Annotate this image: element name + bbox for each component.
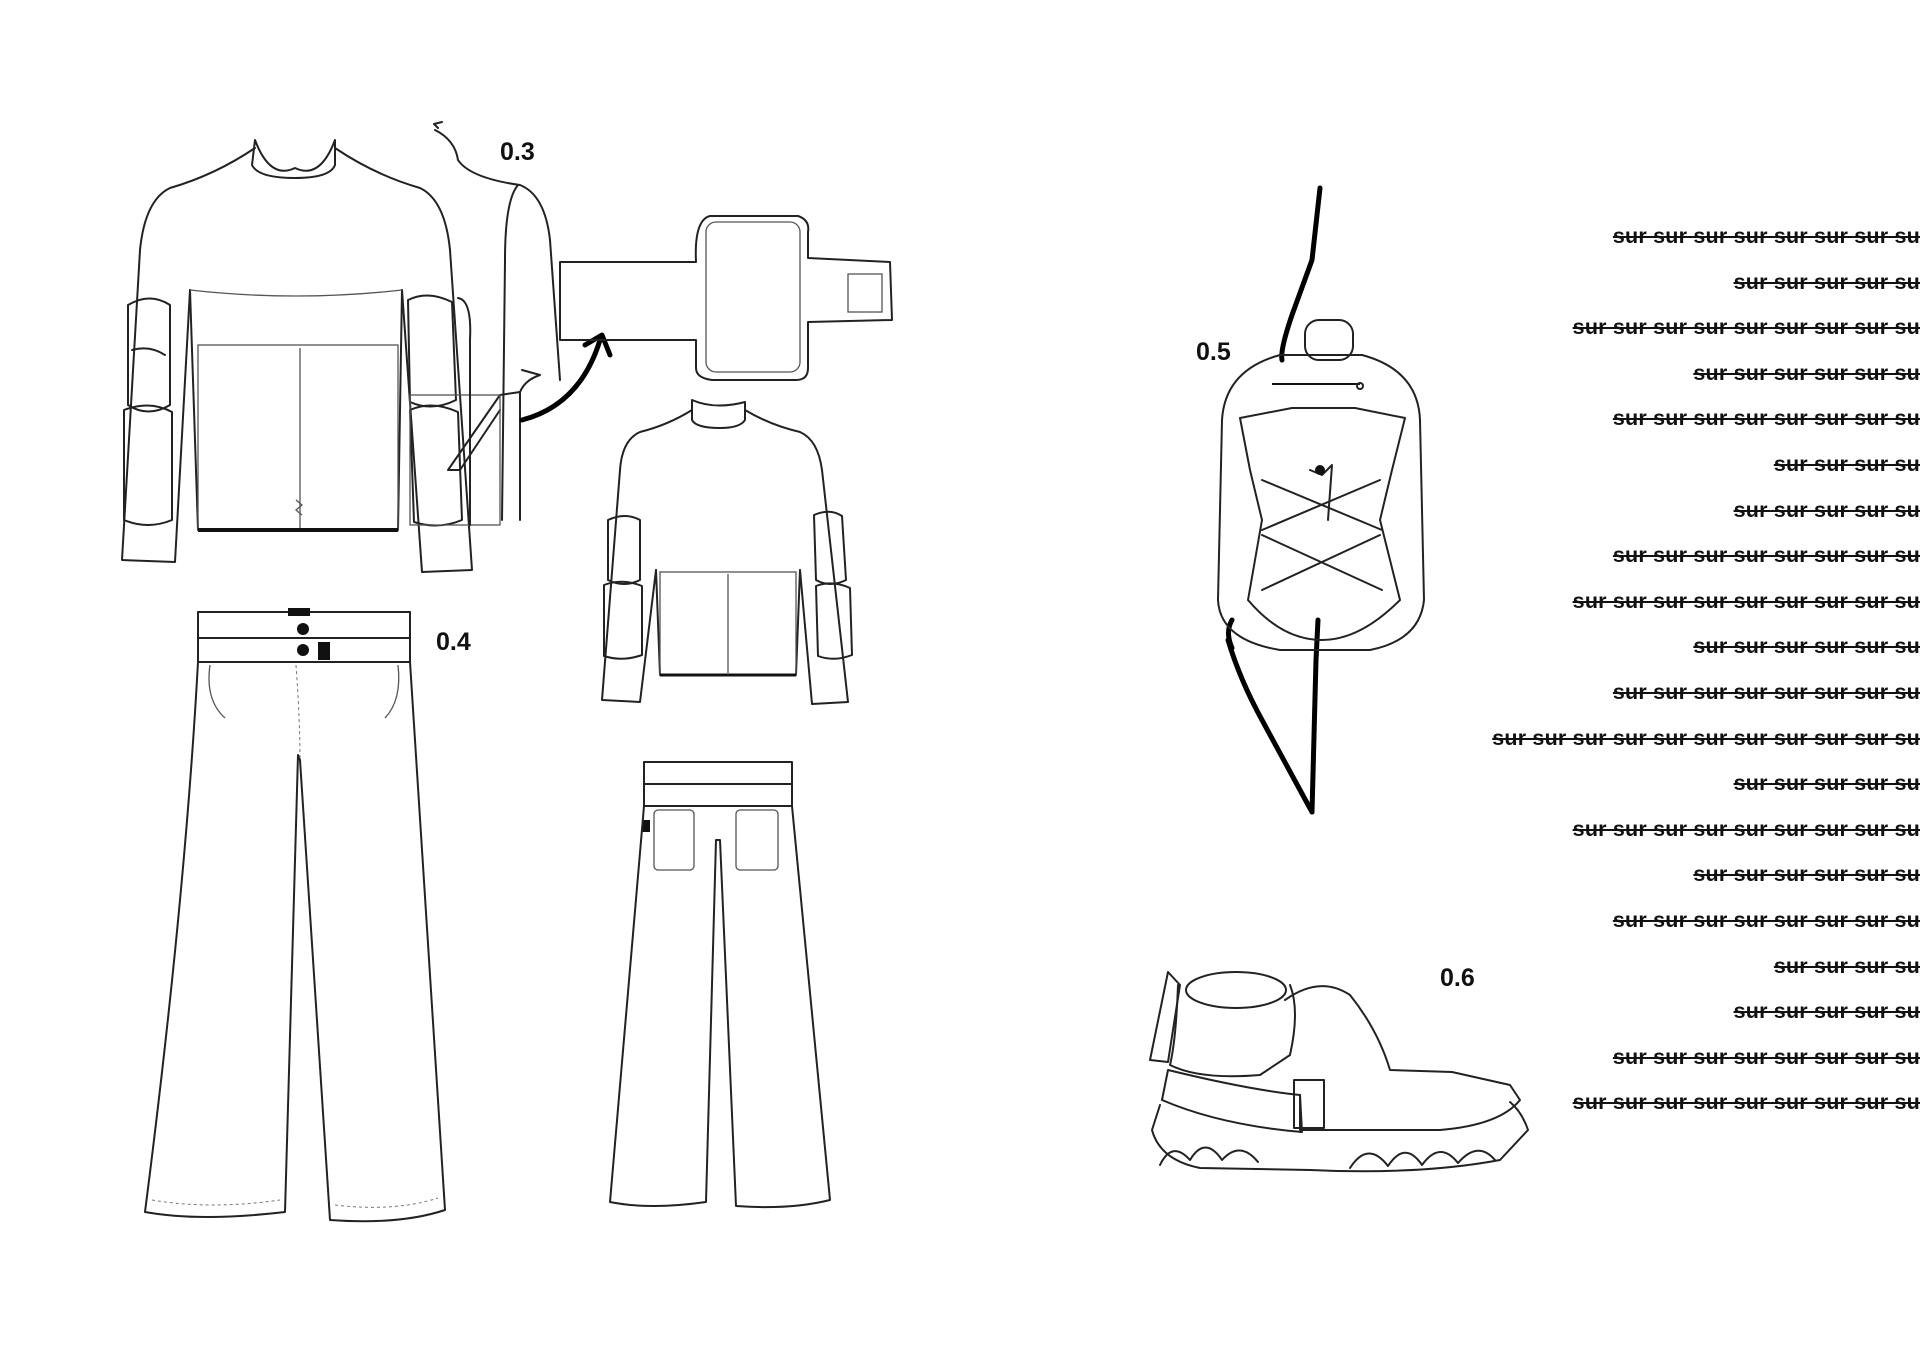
sur-text-line: sur sur sur sur sur sur sur su (1612, 680, 1920, 704)
sur-text-line: sur sur sur sur sur sur sur su (1612, 406, 1920, 431)
sur-text-line: sur sur sur sur sur su (1693, 360, 1920, 385)
figure-label-0-5: 0.5 (1196, 338, 1231, 366)
sur-text-line: sur sur sur sur su (1733, 999, 1920, 1024)
trousers-back (609, 761, 831, 1209)
figure-label-0-6: 0.6 (1440, 964, 1475, 992)
sur-text-line: sur sur sur sur sur sur sur su (1612, 224, 1920, 248)
sur-text-line: sur sur sur sur sur sur sur su (1612, 543, 1920, 568)
sleeve-side-view (409, 121, 613, 526)
sur-text-line: sur sur sur sur sur sur sur sur su (1572, 315, 1920, 340)
figure-label-0-4: 0.4 (436, 628, 471, 656)
sur-text-line: sur sur sur sur sur su (1693, 634, 1920, 659)
figure-label-0-3: 0.3 (500, 138, 535, 166)
sur-text-line: sur sur sur su (1773, 953, 1920, 978)
sur-text-line: sur sur sur sur su (1733, 269, 1920, 294)
sur-text-line: sur sur sur sur su (1733, 771, 1920, 796)
sur-text-line: sur sur sur sur sur sur sur su (1612, 1044, 1920, 1069)
turtleneck-top-front (121, 139, 473, 573)
sur-text-line: sur sur sur sur sur sur sur sur su (1572, 816, 1920, 841)
phone-armband (559, 215, 893, 381)
sur-text-line: sur sur sur sur sur sur sur sur sur sur … (1492, 725, 1920, 750)
sur-text-line: sur sur sur sur su (1733, 497, 1920, 522)
sneaker (1149, 971, 1529, 1173)
backpack (1217, 185, 1425, 815)
sur-text-line: sur sur sur sur sur sur sur sur su (1572, 1090, 1920, 1115)
sur-text-line: sur sur sur su (1773, 452, 1920, 476)
sur-text-line: sur sur sur sur sur su (1693, 862, 1920, 887)
sur-text-line: sur sur sur sur sur sur sur su (1612, 908, 1920, 932)
wide-leg-trousers-front (144, 608, 446, 1223)
sur-text-line: sur sur sur sur sur sur sur sur su (1572, 588, 1920, 613)
turtleneck-top-back (601, 399, 853, 705)
